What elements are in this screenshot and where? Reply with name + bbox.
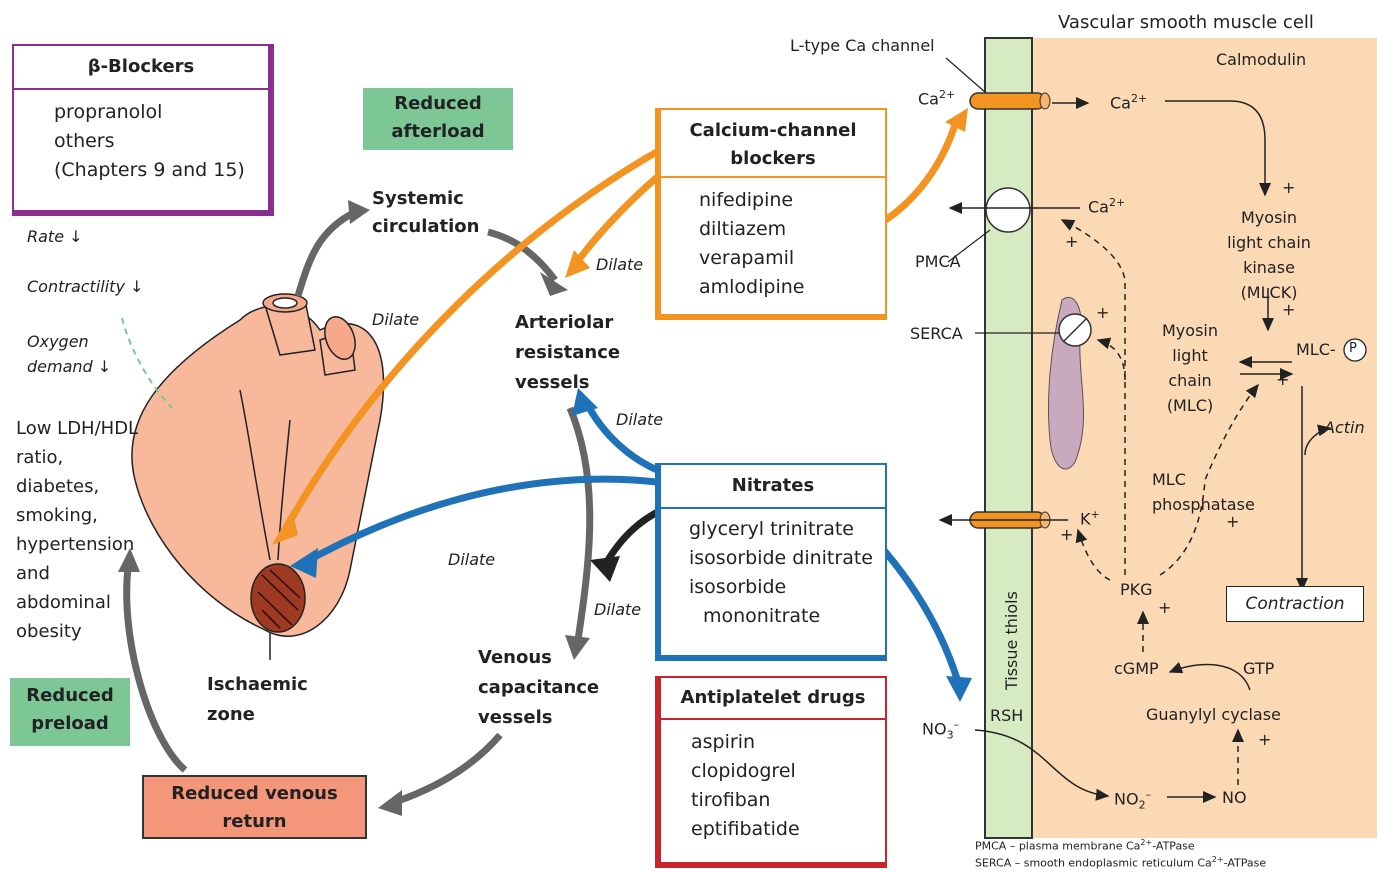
l-type-label: L-type Ca channel (790, 36, 935, 55)
pmca-label: PMCA (915, 252, 961, 271)
rate-label: Rate ↓ (27, 227, 83, 246)
ca-pmca-label: Ca2+ (1088, 196, 1126, 217)
heart-illustration (131, 293, 385, 660)
contraction-box: Contraction (1226, 586, 1364, 622)
serca-footnote: SERCA – smooth endoplasmic reticulum Ca2… (975, 855, 1267, 870)
ccb-item: amlodipine (699, 276, 805, 298)
plus-sign: + (1060, 525, 1074, 544)
nitrate-item: mononitrate (703, 605, 821, 627)
pmca-footnote: PMCA – plasma membrane Ca2+-ATPase (975, 838, 1195, 853)
ca-outside-label: Ca2+ (918, 88, 956, 109)
plus-sign: + (1158, 598, 1172, 617)
gtp-label: GTP (1243, 659, 1275, 678)
plus-sign: + (1065, 232, 1079, 251)
dilate-label: Dilate (372, 310, 420, 329)
dilate-label: Dilate (594, 600, 642, 619)
calmodulin-label: Calmodulin (1216, 50, 1307, 69)
nitrate-item: isosorbide (689, 576, 787, 598)
ca-inside-label: Ca2+ (1110, 92, 1148, 113)
pkg-label: PKG (1120, 580, 1153, 599)
antiplatelet-box: Antiplatelet drugs aspirin clopidogrel t… (655, 676, 887, 868)
cell-membrane (984, 37, 1033, 839)
l-type-channel (969, 92, 1051, 110)
grey-arrows (123, 208, 594, 806)
beta-item: (Chapters 9 and 15) (54, 159, 245, 181)
antiplatelet-item: aspirin (691, 731, 756, 753)
k-label: K+ (1080, 508, 1100, 529)
beta-item: others (54, 130, 115, 152)
cell-title: Vascular smooth muscle cell (1058, 12, 1314, 33)
antiplatelet-item: tirofiban (691, 789, 771, 811)
mlc-p-label: MLC- (1296, 340, 1336, 359)
plus-sign: + (1226, 512, 1240, 531)
tissue-thiols-label: Tissue thiols (1002, 591, 1021, 690)
cgmp-label: cGMP (1114, 659, 1159, 678)
ccb-item: verapamil (699, 247, 795, 269)
plus-sign: + (1282, 178, 1296, 197)
plus-sign: + (1258, 730, 1272, 749)
ccb-item: diltiazem (699, 218, 787, 240)
no2-label: NO2– (1114, 788, 1152, 812)
serca-label: SERCA (910, 324, 963, 343)
nitrates-heading: Nitrates (661, 465, 885, 509)
phosphate-label: P (1349, 341, 1357, 356)
no-label: NO (1222, 788, 1247, 807)
plus-sign: + (1282, 300, 1296, 319)
guanylyl-cyclase-label: Guanylyl cyclase (1146, 705, 1281, 724)
dilate-label: Dilate (596, 255, 644, 274)
cytoplasm (1032, 38, 1377, 838)
pmca-pump (985, 187, 1031, 233)
nitrates-box: Nitrates glyceryl trinitrate isosorbide … (655, 463, 887, 661)
plus-sign: + (1276, 370, 1290, 389)
plus-sign: + (1096, 303, 1110, 322)
dilate-label: Dilate (448, 550, 496, 569)
actin-label: Actin (1324, 418, 1365, 437)
antiplatelet-heading: Antiplatelet drugs (661, 678, 885, 720)
nitrate-item: isosorbide dinitrate (689, 547, 873, 569)
beta-blockers-box: β-Blockers propranolol others (Chapters … (12, 44, 274, 216)
beta-item: propranolol (54, 101, 163, 123)
ccb-item: nifedipine (699, 189, 794, 211)
dilate-label: Dilate (616, 410, 664, 429)
beta-blockers-heading: β-Blockers (14, 46, 268, 90)
contractility-label: Contractility ↓ (27, 277, 144, 296)
nitrate-item: glyceryl trinitrate (689, 518, 854, 540)
rsh-label: RSH (990, 706, 1024, 725)
antiplatelet-item: eptifibatide (691, 818, 800, 840)
no3-label: NO3– (922, 718, 960, 742)
antiplatelet-item: clopidogrel (691, 760, 796, 782)
